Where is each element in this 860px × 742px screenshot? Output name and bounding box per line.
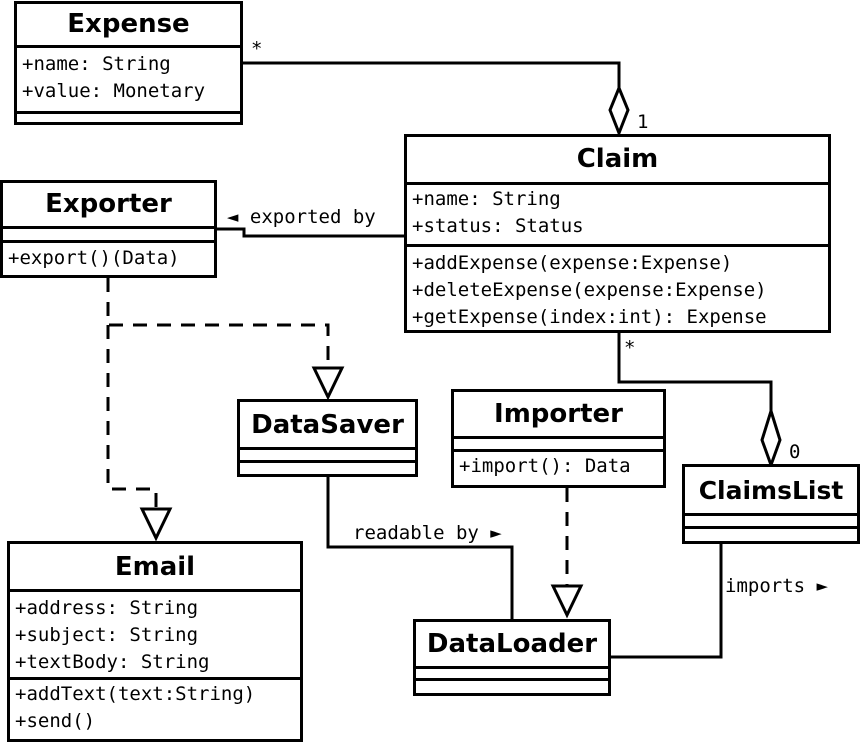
attribute: +address: String	[15, 597, 199, 619]
exporter-claim-association-line	[216, 227, 406, 238]
class-expense-name: Expense	[17, 4, 240, 48]
class-dataloader: DataLoader	[413, 619, 611, 696]
email-realization-arrowhead	[139, 507, 173, 542]
operation: +addExpense(expense:Expense)	[412, 252, 733, 274]
multiplicity-expense: *	[251, 38, 263, 60]
datasaver-dataloader-association-line	[326, 476, 514, 621]
class-exporter: Exporter +export()(Data)	[0, 180, 217, 278]
claimslist-dataloader-association-line	[608, 543, 723, 659]
class-claimslist-attributes	[685, 516, 857, 529]
operation: +deleteExpense(expense:Expense)	[412, 279, 767, 301]
class-claim-operations: +addExpense(expense:Expense) +deleteExpe…	[407, 247, 828, 335]
exporter-email-realization-line	[106, 325, 158, 508]
claim-aggregation-diamond	[608, 84, 630, 138]
multiplicity-claim-top: 1	[637, 111, 649, 133]
operation: +getExpense(index:int): Expense	[412, 306, 767, 328]
class-dataloader-name: DataLoader	[416, 622, 608, 669]
dataloader-realization-arrowhead	[550, 584, 584, 619]
label-exported-by: ◄ exported by	[227, 206, 376, 228]
multiplicity-claimslist: 0	[789, 441, 801, 463]
claim-claimslist-aggregation-line	[617, 332, 773, 412]
attribute: +subject: String	[15, 624, 199, 646]
attribute: +textBody: String	[15, 651, 210, 673]
class-exporter-operations: +export()(Data)	[3, 243, 214, 276]
class-claim-name: Claim	[407, 137, 828, 185]
datasaver-realization-arrowhead	[311, 366, 345, 401]
class-datasaver-attributes	[240, 450, 415, 463]
attribute: +value: Monetary	[22, 80, 206, 102]
label-imports: imports ►	[725, 575, 828, 597]
class-expense-attributes: +name: String +value: Monetary	[17, 48, 240, 114]
class-claimslist-name: ClaimsList	[685, 467, 857, 516]
class-claimslist: ClaimsList	[682, 464, 860, 544]
operation: +export()(Data)	[8, 247, 180, 269]
class-email-attributes: +address: String +subject: String +textB…	[10, 592, 300, 680]
class-datasaver-name: DataSaver	[240, 402, 415, 450]
class-claim-attributes: +name: String +status: Status	[407, 185, 828, 247]
attribute: +status: Status	[412, 215, 584, 237]
class-email-name: Email	[10, 544, 300, 592]
multiplicity-claim-bottom: *	[624, 337, 636, 359]
expense-claim-aggregation-line	[242, 61, 621, 89]
class-email: Email +address: String +subject: String …	[7, 541, 303, 742]
class-datasaver: DataSaver	[237, 399, 418, 477]
class-importer: Importer +import(): Data	[451, 389, 666, 488]
attribute: +name: String	[412, 188, 561, 210]
attribute: +name: String	[22, 53, 171, 75]
class-importer-name: Importer	[454, 392, 663, 439]
claimslist-aggregation-diamond	[760, 405, 782, 470]
label-readable-by: readable by ►	[353, 522, 502, 544]
class-expense-operations	[17, 114, 240, 122]
class-exporter-name: Exporter	[3, 183, 214, 229]
class-email-operations: +addText(text:String) +send()	[10, 680, 300, 739]
operation: +import(): Data	[459, 455, 631, 477]
class-exporter-attributes	[3, 229, 214, 243]
class-importer-operations: +import(): Data	[454, 452, 663, 484]
operation: +addText(text:String)	[15, 683, 256, 705]
class-dataloader-attributes	[416, 669, 608, 681]
class-claim: Claim +name: String +status: Status +add…	[404, 134, 831, 333]
exporter-datasaver-realization-line	[106, 278, 330, 367]
class-expense: Expense +name: String +value: Monetary	[14, 1, 243, 125]
operation: +send()	[15, 710, 96, 732]
class-importer-attributes	[454, 439, 663, 452]
